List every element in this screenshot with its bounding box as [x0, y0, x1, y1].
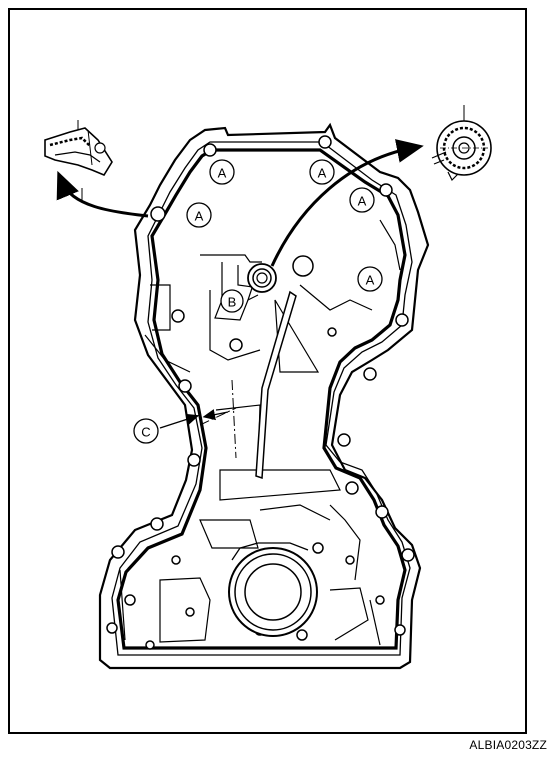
svg-text:A: A [318, 166, 327, 181]
arrow-to-right-detail [270, 139, 424, 267]
liquid-gasket-bead [116, 148, 407, 650]
callout-b: B [220, 289, 244, 313]
seal-section-detail-right [431, 105, 492, 182]
svg-text:B: B [228, 295, 237, 310]
figure-frame [8, 8, 527, 734]
casting-details [119, 219, 401, 646]
camshaft-seal-location [246, 263, 277, 302]
leader-c [159, 413, 200, 429]
svg-text:A: A [218, 166, 227, 181]
center-lines [199, 379, 237, 459]
seal-section-detail-left [44, 120, 113, 200]
case-outline [98, 122, 430, 670]
chain-guide [255, 290, 297, 480]
svg-text:A: A [366, 273, 375, 288]
callout-a-3: A [186, 202, 212, 228]
callout-a-5: A [357, 266, 383, 292]
crankshaft-seal-bore [228, 542, 318, 637]
arrow-to-left-detail [56, 170, 149, 218]
figure-id-label: ALBIA0203ZZ [469, 738, 547, 752]
leader-c-2 [202, 409, 229, 421]
callout-c: C [133, 418, 159, 444]
bolt-holes [106, 135, 415, 650]
svg-text:C: C [141, 425, 150, 440]
callout-a-1: A [209, 159, 235, 185]
callout-a-2: A [309, 159, 335, 185]
svg-text:A: A [358, 194, 367, 209]
case-inner-outline [111, 141, 413, 656]
callout-a-4: A [349, 187, 375, 213]
svg-text:A: A [195, 209, 204, 224]
